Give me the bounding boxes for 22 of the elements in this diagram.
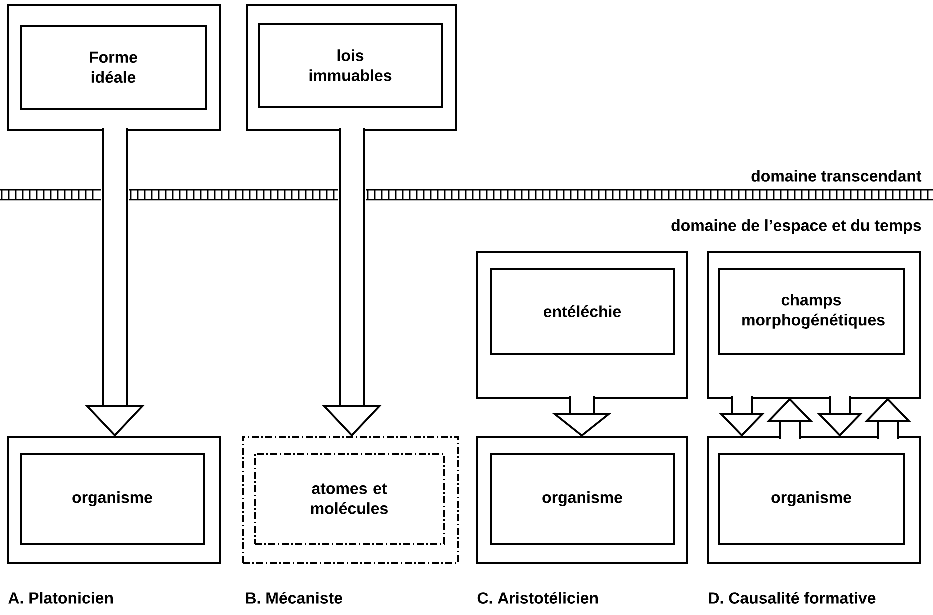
text-box: Forme idéale bbox=[20, 25, 207, 110]
frame-box bbox=[476, 251, 688, 399]
text-box: lois immuables bbox=[258, 23, 443, 108]
caption-text: D. Causalité formative bbox=[709, 592, 876, 604]
caption-text: B. Mécaniste bbox=[246, 592, 342, 604]
text-box: organisme bbox=[490, 453, 676, 545]
text-box: entéléchie bbox=[490, 268, 676, 355]
caption-text: domaine transcendant bbox=[752, 170, 922, 182]
frame-box bbox=[476, 436, 688, 564]
frame-box bbox=[707, 251, 922, 399]
text-box: atomes et molécules bbox=[254, 453, 445, 545]
text-box: champs morphogénétiques bbox=[718, 268, 906, 355]
text-box: organisme bbox=[718, 453, 906, 545]
text-box: organisme bbox=[20, 453, 205, 545]
caption-text: domaine de l’espace et du temps bbox=[672, 220, 922, 234]
caption-text: C. Aristotélicien bbox=[478, 592, 598, 604]
frame-box bbox=[246, 4, 457, 131]
frame-box bbox=[7, 4, 221, 131]
frame-box bbox=[7, 436, 221, 564]
frame-box bbox=[707, 436, 922, 564]
frame-box bbox=[242, 436, 459, 564]
caption-text: A. Platonicien bbox=[8, 592, 113, 604]
